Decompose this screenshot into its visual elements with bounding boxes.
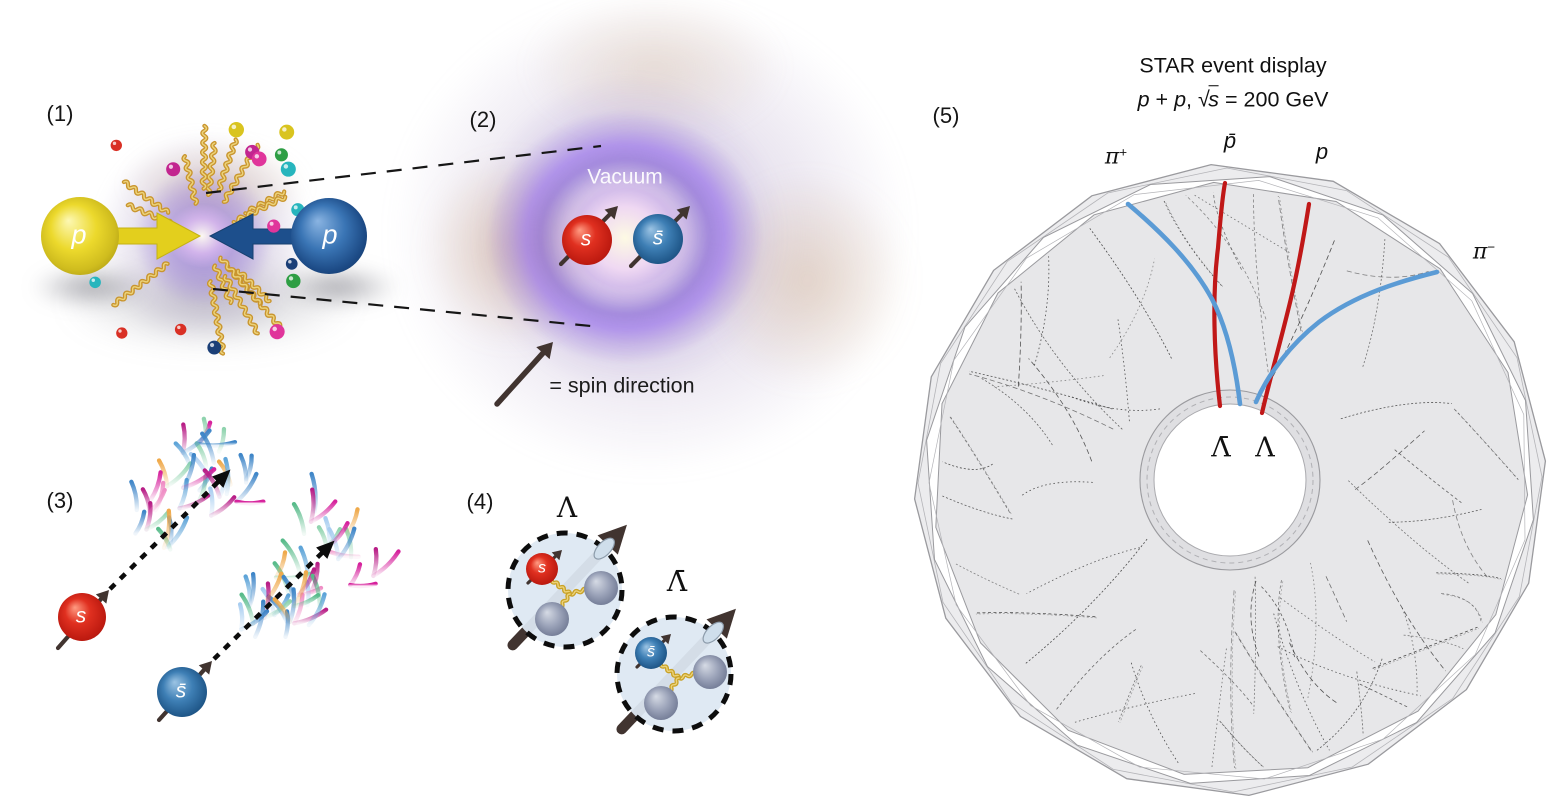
sbar-quark-label-p2: s̄ [652,226,664,250]
panel5-number: (5) [932,103,960,128]
proton-right-label: p [322,219,338,250]
sbar-quark-label-p3: s̄ [175,679,187,703]
pi-plus-label: π+ [1104,144,1128,170]
panel2-number: (2) [469,107,497,132]
s-quark-label-p4: s [538,559,546,577]
lambda-vertex-label: Λ [1255,432,1275,464]
panel4-number: (4) [466,489,494,514]
proton-left-label: p [71,219,87,250]
s-quark-label-p3: s [75,604,87,628]
panel3-number: (3) [46,488,74,513]
lambda-label: Λ [556,491,578,524]
collision-energy-line: p + p, √s = 200 GeV [1137,85,1329,112]
sqrt-symbol: √ [1197,87,1210,112]
s-quark-label-p2: s [580,227,592,251]
lambdabar-label: Λ̄ [666,565,688,598]
energy-value: = 200 GeV [1219,87,1329,112]
lambdabar-vertex-label: Λ̄ [1211,432,1231,464]
vacuum-label: Vacuum [587,165,663,189]
event-display-title: STAR event display [1139,53,1327,78]
sqrt-argument: s [1208,85,1220,112]
energy-p2: p [1174,87,1187,112]
panel1-number: (1) [46,101,74,126]
energy-plus: + [1149,87,1175,112]
spin-direction-legend: = spin direction [549,373,695,398]
energy-comma: , [1186,87,1198,112]
pi-minus-label: π− [1472,239,1496,265]
sbar-quark-label-p4: s̄ [647,643,655,661]
pbar-label: p̄ [1223,128,1237,153]
energy-p1: p [1137,87,1150,112]
p-label: p [1315,139,1329,164]
